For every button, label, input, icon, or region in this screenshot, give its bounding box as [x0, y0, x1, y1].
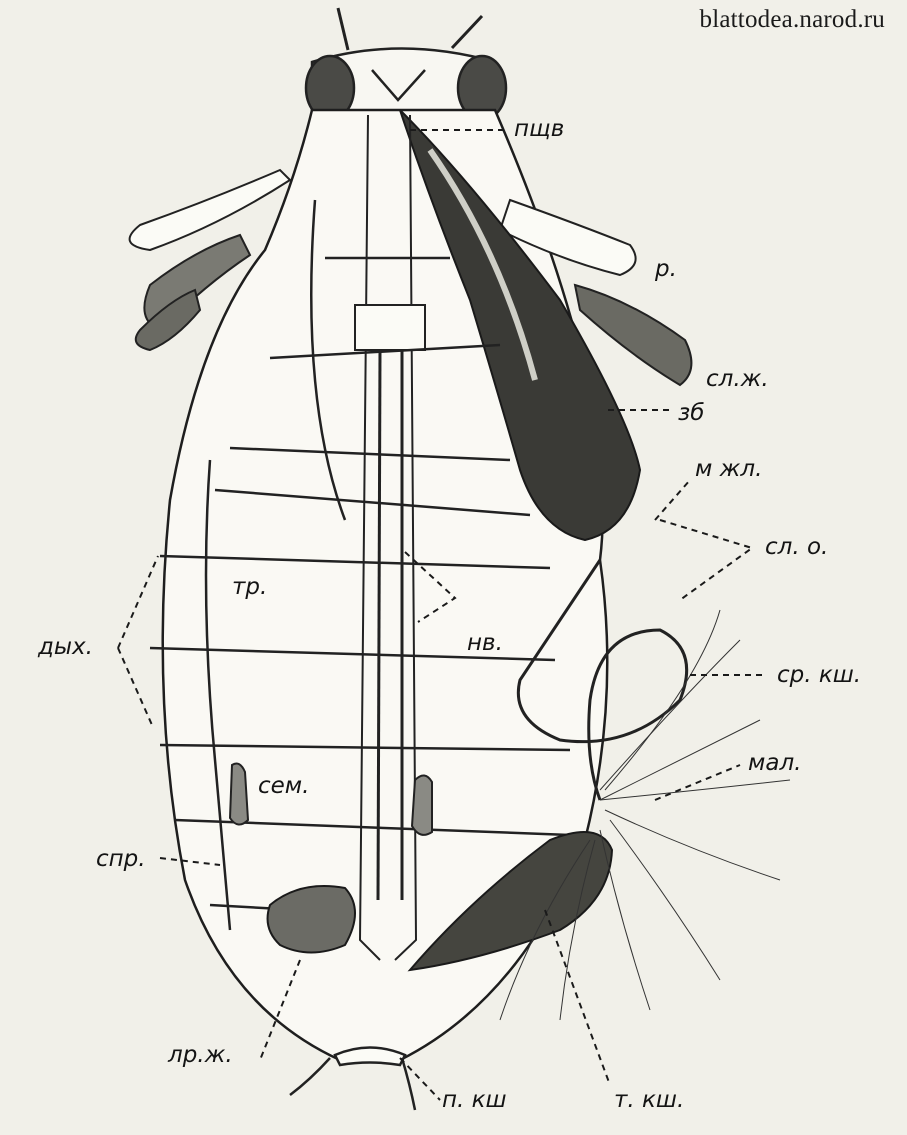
label-sl-zh: сл.ж. — [706, 368, 769, 391]
label-sl-o: сл. о. — [765, 536, 828, 559]
label-sr-ksh: ср. кш. — [777, 664, 861, 687]
label-spr: спр. — [96, 848, 146, 871]
leader-dykh-upper — [118, 556, 158, 648]
label-pshchv: пщв — [514, 118, 564, 141]
antennae — [338, 8, 482, 50]
label-tr: тр. — [232, 576, 267, 599]
label-m-zhl: м жл. — [695, 458, 762, 481]
label-nv: нв. — [467, 632, 503, 655]
label-t-ksh: т. кш. — [614, 1089, 684, 1112]
label-mal: мал. — [748, 752, 801, 775]
site-watermark: blattodea.narod.ru — [700, 6, 885, 34]
leader-mal — [655, 765, 740, 800]
label-lr-zh: лр.ж. — [168, 1044, 233, 1067]
leader-m-zhl — [655, 480, 690, 520]
label-zb: зб — [678, 402, 704, 425]
leader-t-ksh — [545, 910, 610, 1085]
label-r: р. — [655, 258, 677, 281]
label-p-ksh: п. кш — [442, 1089, 507, 1112]
leader-p-ksh — [400, 1058, 440, 1100]
leader-dykh-lower — [118, 648, 152, 725]
leader-sl-o — [660, 520, 752, 600]
label-dykh: дых. — [38, 636, 93, 659]
label-sem: сем. — [258, 775, 309, 798]
terminal-segment — [290, 1048, 415, 1111]
